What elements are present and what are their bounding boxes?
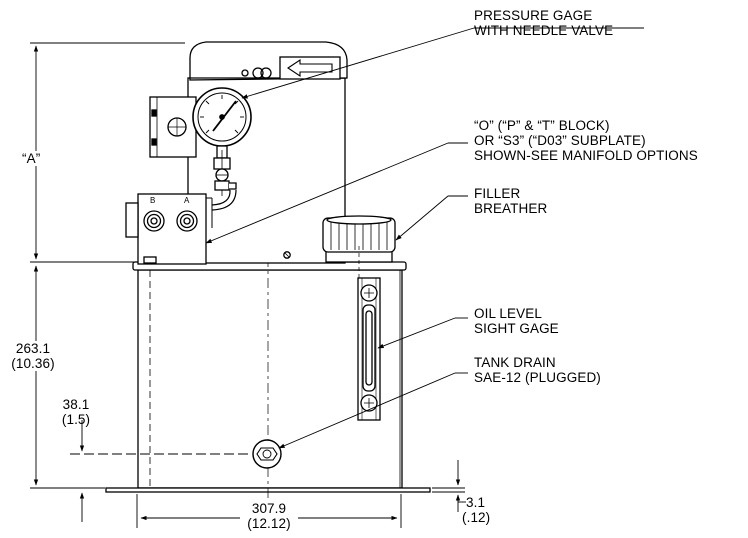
callout-manifold: “O” (“P” & “T” BLOCK) OR “S3” (“D03” SUB… xyxy=(474,118,698,163)
dim-drain-height: 38.1 (1.5) xyxy=(54,397,98,427)
callout-manifold-line2: OR “S3” (“D03” SUBPLATE) xyxy=(474,133,646,148)
callout-tank-drain: TANK DRAIN SAE-12 (PLUGGED) xyxy=(474,355,601,385)
callout-pressure-gage: PRESSURE GAGE WITH NEEDLE VALVE xyxy=(474,8,613,38)
dim-drain-height-mm: 38.1 xyxy=(62,397,90,412)
callout-tank-drain-line2: SAE-12 (PLUGGED) xyxy=(474,370,601,385)
dim-tank-width-mm: 307.9 xyxy=(251,501,287,516)
tank-drain-plug xyxy=(252,439,282,469)
callout-sight-gage: OIL LEVEL SIGHT GAGE xyxy=(474,306,559,336)
dim-drain-height-in: (1.5) xyxy=(61,412,91,427)
leader-lines xyxy=(205,27,644,449)
needle-valve xyxy=(211,150,237,211)
callout-tank-drain-line1: TANK DRAIN xyxy=(474,355,556,370)
callout-pressure-gage-line2: WITH NEEDLE VALVE xyxy=(474,23,614,38)
dim-tank-height: 263.1 (10.36) xyxy=(5,341,61,371)
manifold-block xyxy=(125,193,213,265)
pressure-gauge xyxy=(192,87,252,159)
callout-manifold-line3: SHOWN-SEE MANIFOLD OPTIONS xyxy=(474,148,698,163)
port-b-label: B xyxy=(150,196,156,205)
dim-tank-height-mm: 263.1 xyxy=(15,341,51,356)
callout-filler-breather-line2: BREATHER xyxy=(474,201,548,216)
cover-fitting xyxy=(143,256,157,264)
gauge-mounting-plate xyxy=(149,96,197,158)
callout-pressure-gage-line1: PRESSURE GAGE xyxy=(474,8,593,23)
port-a-label: A xyxy=(184,196,190,205)
dim-tank-width: 307.9 (12.12) xyxy=(240,501,298,531)
dim-base-thickness-in: (.12) xyxy=(462,510,491,525)
callout-sight-gage-line1: OIL LEVEL xyxy=(474,306,542,321)
callout-filler-breather-line1: FILLER xyxy=(474,186,521,201)
callout-manifold-line1: “O” (“P” & “T” BLOCK) xyxy=(474,118,610,133)
dim-overall-height: “A” xyxy=(21,151,42,166)
dim-tank-width-in: (12.12) xyxy=(247,516,291,531)
dim-tank-height-in: (10.36) xyxy=(11,356,55,371)
callout-sight-gage-line2: SIGHT GAGE xyxy=(474,321,559,336)
dim-base-thickness-mm: 3.1 xyxy=(466,495,486,510)
dim-base-thickness: 3.1 (.12) xyxy=(462,495,490,525)
oil-level-sight-gage xyxy=(357,277,381,421)
callout-filler-breather: FILLER BREATHER xyxy=(474,186,547,216)
filler-breather xyxy=(322,215,396,280)
